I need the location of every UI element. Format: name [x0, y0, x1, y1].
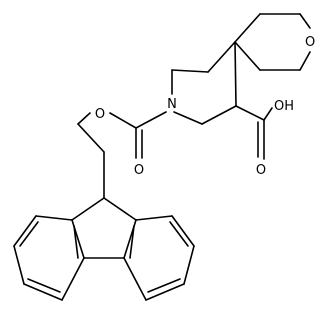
oxane-ring — [234, 13, 311, 71]
oxygen-label: O — [305, 35, 315, 50]
acid-hydroxyl-label: OH — [274, 99, 294, 114]
nitrogen-label: N — [167, 97, 177, 112]
acid-carbonyl-oxygen-label: O — [256, 163, 266, 178]
fluorenyl-group — [13, 123, 195, 301]
carbonyl-oxygen-label: O — [134, 163, 144, 178]
carboxylic-acid-group — [235, 105, 273, 160]
carbamate-group — [77, 111, 167, 159]
piperidine-ring — [171, 41, 237, 125]
ester-oxygen-label: O — [95, 107, 105, 122]
